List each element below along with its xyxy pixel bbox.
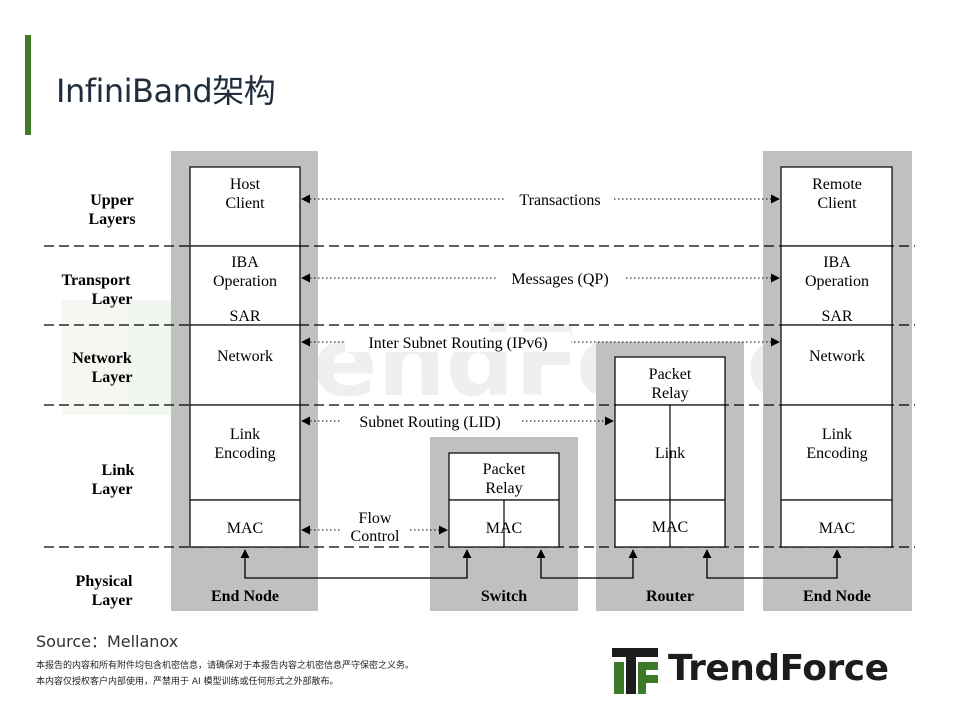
trendforce-logo: TrendForce bbox=[612, 648, 932, 694]
source-note: Source：Mellanox bbox=[36, 632, 179, 651]
router-stack bbox=[614, 356, 726, 548]
right-end-node-caption: End Node bbox=[803, 588, 871, 605]
left-node-stack bbox=[189, 166, 301, 548]
left-end-node-caption: End Node bbox=[211, 588, 279, 605]
messages-label: Messages (QP) bbox=[511, 271, 608, 288]
left-sar-label: SAR bbox=[229, 308, 260, 325]
right-mac-label: MAC bbox=[819, 520, 855, 537]
right-node-stack bbox=[780, 166, 893, 548]
link-switch-router bbox=[536, 549, 638, 579]
trendforce-logo-icon bbox=[612, 648, 658, 694]
link-endnode-switch bbox=[240, 549, 472, 579]
router-link-label: Link bbox=[655, 445, 685, 462]
switch-mac-label: MAC bbox=[486, 520, 522, 537]
left-mac-label: MAC bbox=[227, 520, 263, 537]
inter-subnet-routing-label: Inter Subnet Routing (IPv6) bbox=[368, 335, 547, 352]
page-title: InfiniBand架构 bbox=[56, 72, 276, 110]
disclaimer-line-1: 本报告的内容和所有附件均包含机密信息，请确保对于本报告内容之机密信息严守保密之义… bbox=[36, 661, 415, 671]
switch-stack bbox=[448, 452, 560, 548]
switch-caption: Switch bbox=[481, 588, 527, 605]
link-router-endnode bbox=[702, 549, 842, 579]
physical-links bbox=[240, 549, 842, 579]
disclaimer-line-2: 本内容仅授权客户内部使用，严禁用于 AI 模型训练或任何形式之外部散布。 bbox=[36, 677, 339, 687]
router-mac-label: MAC bbox=[652, 519, 688, 536]
right-sar-label: SAR bbox=[821, 308, 852, 325]
subnet-routing-label: Subnet Routing (LID) bbox=[359, 414, 500, 431]
router-caption: Router bbox=[646, 588, 694, 605]
title-accent-bar bbox=[25, 35, 31, 135]
transactions-label: Transactions bbox=[519, 192, 600, 209]
trendforce-logo-text: TrendForce bbox=[668, 648, 889, 689]
right-network-label: Network bbox=[809, 348, 865, 365]
left-network-label: Network bbox=[217, 348, 273, 365]
